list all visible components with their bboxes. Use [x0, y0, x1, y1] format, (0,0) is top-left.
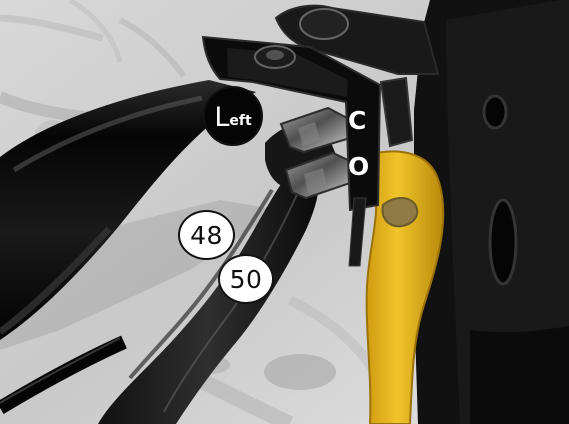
hose-48-callout: 48: [178, 210, 235, 260]
port-o-label: O: [348, 152, 370, 181]
port-c-label: C: [348, 106, 367, 135]
vertical-tab: [348, 197, 367, 267]
lower-rod: [0, 335, 127, 415]
left-callout-initial: L: [214, 101, 229, 133]
hydraulic-hose: [98, 172, 319, 424]
side-clamp: [379, 76, 414, 148]
frame-hole-lower: [488, 198, 518, 286]
frame-hole-upper: [482, 94, 508, 130]
clevis-pin: [299, 8, 349, 40]
left-callout-rest: eft: [229, 113, 252, 129]
hose-50-callout: 50: [218, 254, 274, 304]
yellow-arm-pin: [381, 197, 419, 228]
